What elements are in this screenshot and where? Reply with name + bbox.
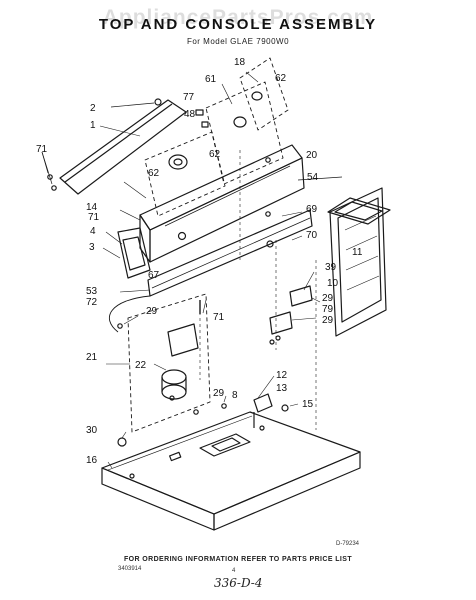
callout-67: 67	[148, 270, 160, 281]
callout-15: 15	[302, 399, 314, 410]
callout-18: 18	[234, 57, 246, 68]
model-subtitle: For Model GLAE 7900W0	[186, 37, 290, 46]
callout-8: 8	[232, 390, 238, 401]
selector-module-box	[239, 57, 289, 131]
page-title: TOP AND CONSOLE ASSEMBLY	[98, 16, 378, 33]
callout-69: 69	[306, 204, 318, 215]
callout-29-right-a: 29	[322, 293, 334, 304]
callout-71-lower: 71	[213, 312, 225, 323]
callout-22: 22	[135, 360, 147, 371]
callout-62-knob: 62	[148, 168, 160, 179]
callout-79: 79	[322, 304, 334, 315]
callout-29-left: 29	[146, 306, 158, 317]
callout-61: 61	[205, 74, 217, 85]
end-bracket-part	[117, 227, 151, 279]
clip-parts-77-48	[195, 109, 209, 128]
screws-part-71	[41, 151, 57, 191]
right-panel-part	[329, 187, 387, 337]
callout-12: 12	[276, 370, 288, 381]
callout-71-left: 71	[36, 144, 48, 155]
console-channel-part	[147, 209, 313, 297]
callout-62-middle: 62	[209, 149, 221, 160]
callout-20: 20	[306, 150, 318, 161]
lint-screen-part	[327, 197, 391, 225]
callout-77: 77	[183, 92, 195, 103]
callout-53: 53	[86, 286, 98, 297]
screw-part-2	[110, 98, 162, 108]
timer-part	[117, 300, 201, 400]
console-panel-part	[139, 144, 343, 263]
wire-harness-part	[108, 295, 151, 333]
control-bracket-box	[127, 293, 211, 433]
figure-id: D-79234	[336, 541, 360, 547]
callout-13: 13	[276, 383, 288, 394]
callout-54: 54	[307, 172, 319, 183]
nut-part	[117, 437, 127, 447]
knobs-part-62	[168, 91, 263, 170]
left-end-trim-part	[59, 99, 187, 195]
callout-29-lower: 29	[213, 388, 225, 399]
callout-72: 72	[86, 297, 98, 308]
screws-part-29-8	[169, 395, 227, 415]
callout-62-upper: 62	[275, 73, 287, 84]
ordering-note: FOR ORDERING INFORMATION REFER TO PARTS …	[123, 556, 353, 563]
callout-30: 30	[86, 425, 98, 436]
callout-39: 39	[325, 262, 337, 273]
callout-14: 14	[86, 202, 98, 213]
callout-70: 70	[306, 230, 318, 241]
callout-48: 48	[184, 109, 196, 120]
callout-21: 21	[86, 352, 98, 363]
callout-1: 1	[90, 120, 96, 131]
dryer-top-part	[101, 411, 361, 531]
callout-71-mid: 71	[88, 212, 100, 223]
callout-4: 4	[90, 226, 96, 237]
document-id: 3403914	[118, 566, 142, 572]
callout-29-right-b: 29	[322, 315, 334, 326]
hinge-parts-12-13-15	[253, 393, 289, 428]
callout-10: 10	[327, 278, 339, 289]
callout-2: 2	[90, 103, 96, 114]
hinge-clips-part	[269, 285, 313, 345]
page-number: 4	[232, 568, 236, 574]
callout-3: 3	[89, 242, 95, 253]
handwritten-note: 336-D-4	[214, 576, 263, 590]
callout-16: 16	[86, 455, 98, 466]
switch-module-box	[205, 81, 284, 185]
timer-module-box	[144, 131, 226, 217]
callout-11: 11	[352, 247, 363, 258]
